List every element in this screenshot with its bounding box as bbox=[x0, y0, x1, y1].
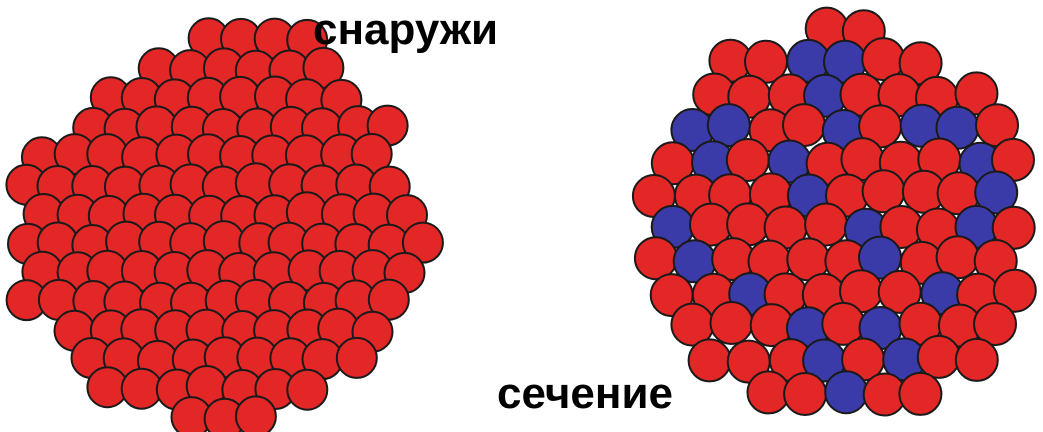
cluster-cross-section-view bbox=[633, 8, 1036, 416]
atom-primary bbox=[236, 396, 276, 432]
atom-primary bbox=[689, 339, 731, 381]
label-outside: снаружи bbox=[313, 8, 498, 52]
atom-primary bbox=[635, 237, 677, 279]
atom-primary bbox=[784, 373, 826, 415]
atom-primary bbox=[956, 339, 998, 381]
atom-primary bbox=[337, 338, 377, 378]
atom-primary bbox=[899, 373, 941, 415]
atom-secondary bbox=[825, 371, 867, 413]
cluster-exterior-view bbox=[6, 18, 443, 432]
atom-primary bbox=[711, 302, 753, 344]
label-cross-section: сечение bbox=[497, 372, 673, 416]
atom-primary bbox=[122, 369, 162, 409]
atom-primary bbox=[287, 370, 327, 410]
atom-primary bbox=[918, 336, 960, 378]
